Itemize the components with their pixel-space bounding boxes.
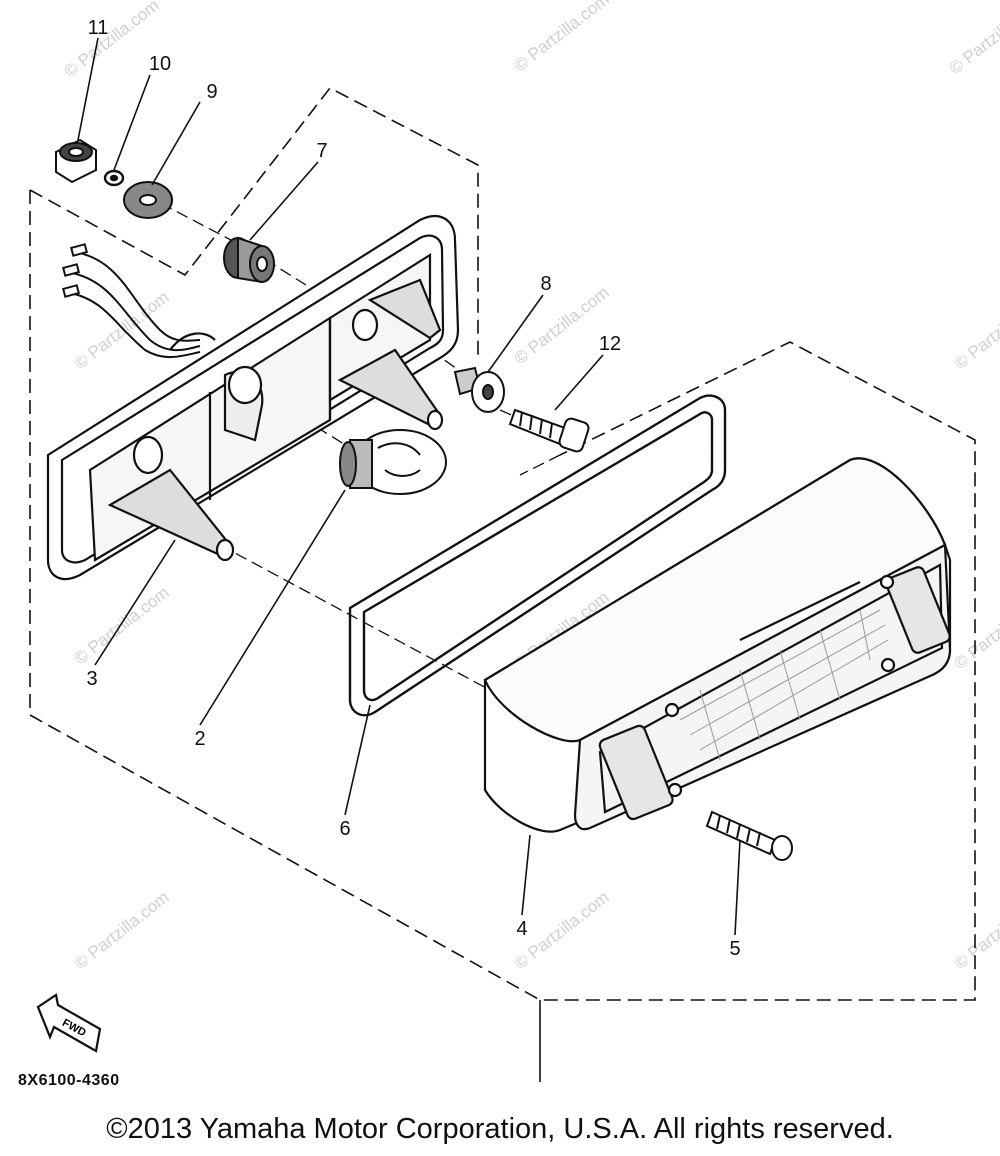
callout-6: 6	[339, 818, 350, 840]
part-5-screw	[705, 810, 793, 861]
watermark: © Partzilla.com	[511, 283, 613, 369]
callout-7: 7	[316, 140, 327, 162]
callout-2: 2	[194, 728, 205, 750]
watermark: © Partzilla.com	[511, 0, 613, 75]
callout-12: 12	[599, 333, 621, 355]
assembly-boundary	[29, 86, 976, 1082]
callout-3: 3	[86, 668, 97, 690]
part-11-nut	[55, 138, 97, 184]
drawing-code: 8X6100-4360	[18, 1072, 120, 1089]
watermark: © Partzilla.com	[61, 0, 163, 81]
callout-11: 11	[88, 17, 109, 39]
part-4-lens	[483, 457, 952, 833]
part-6-gasket	[348, 394, 727, 717]
callout-labels: 11 10 9 7 8 12 3 2 6 4 5	[86, 17, 740, 960]
wire-harness	[61, 243, 201, 358]
part-10-lock-washer	[103, 169, 125, 187]
watermark: © Partzilla.com	[946, 0, 1000, 78]
watermark: © Partzilla.com	[71, 583, 173, 669]
watermark: © Partzilla.com	[71, 288, 173, 374]
copyright-notice: ©2013 Yamaha Motor Corporation, U.S.A. A…	[106, 1113, 894, 1145]
callout-8: 8	[540, 273, 551, 295]
leader-lines	[77, 37, 741, 936]
part-8-collar	[453, 366, 505, 413]
part-2-bulb	[339, 429, 447, 495]
part-3-lamp-housing	[46, 214, 460, 581]
part-9-washer	[123, 181, 173, 219]
callout-9: 9	[206, 81, 217, 103]
callout-4: 4	[516, 918, 527, 940]
watermark: © Partzilla.com	[951, 288, 1000, 374]
part-12-screw	[508, 408, 590, 453]
callout-10: 10	[149, 53, 171, 75]
fwd-arrow-icon: FWD	[36, 993, 102, 1053]
part-7-grommet	[223, 236, 275, 284]
exploded-parts-diagram: © Partzilla.com © Partzilla.com © Partzi…	[29, 0, 1000, 1082]
callout-5: 5	[729, 938, 740, 960]
watermark: © Partzilla.com	[71, 888, 173, 974]
